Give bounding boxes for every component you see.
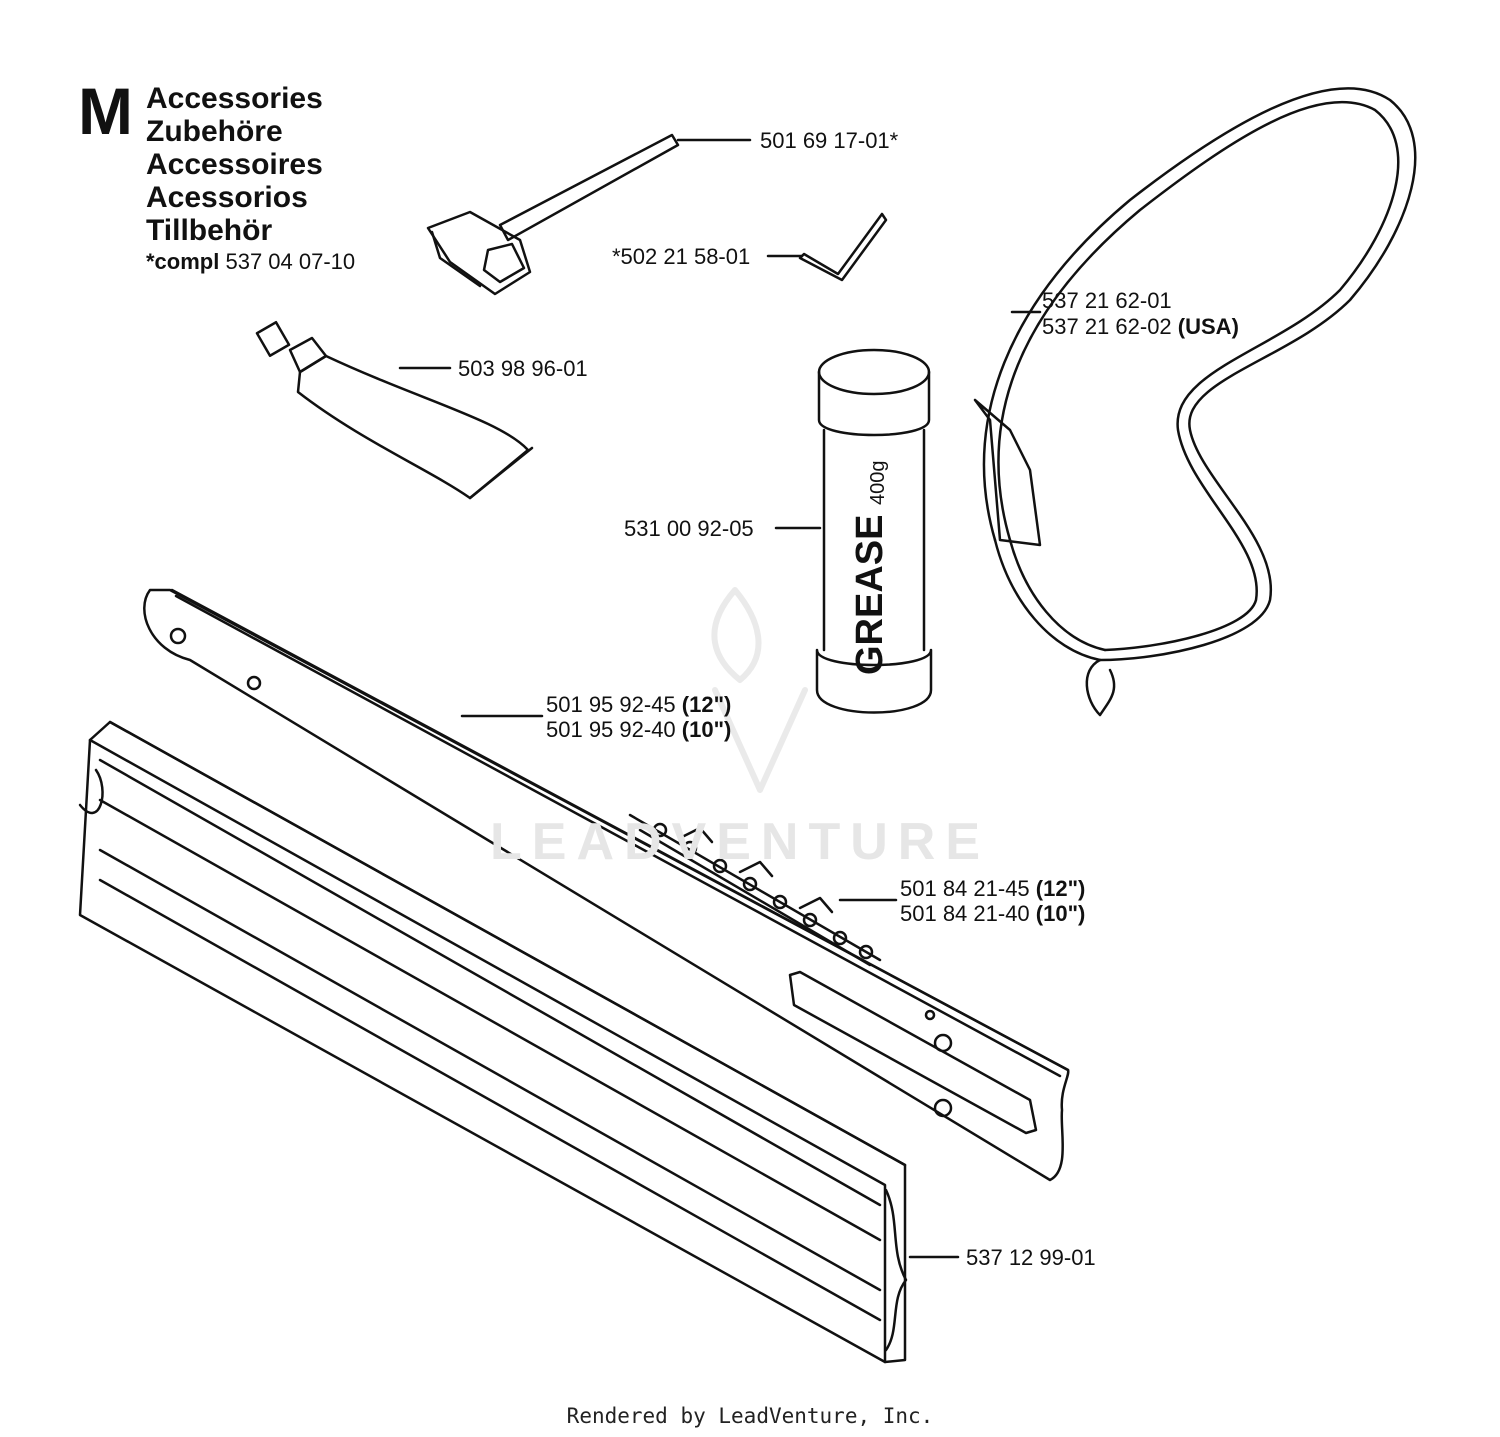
combination-wrench-icon xyxy=(426,133,752,296)
part-label-bar-2[interactable]: 501 95 92-40 (10") xyxy=(546,717,731,742)
part-label-chain-1[interactable]: 501 84 21-45 (12") xyxy=(900,876,1085,901)
part-label-harness-1[interactable]: 537 21 62-01 xyxy=(1042,288,1172,313)
grease-cartridge-icon xyxy=(774,348,933,714)
grease-cartridge-label: GREASE 400g xyxy=(849,461,891,676)
part-label-wrench[interactable]: 501 69 17-01* xyxy=(760,128,899,153)
harness-2-number: 537 21 62-02 xyxy=(1042,314,1172,339)
part-label-bar-1[interactable]: 501 95 92-45 (12") xyxy=(546,692,731,717)
part-label-tube[interactable]: 503 98 96-01 xyxy=(458,356,588,381)
compl-line: *compl 537 04 07-10 xyxy=(146,247,355,277)
title-de: Zubehöre xyxy=(146,115,283,148)
watermark-logo-icon xyxy=(711,587,808,793)
footer-credit: Rendered by LeadVenture, Inc. xyxy=(566,1404,934,1428)
part-label-harness-2[interactable]: 537 21 62-02 (USA) xyxy=(1042,314,1239,339)
title-sv: Tillbehör xyxy=(146,214,273,247)
chain-1-number: 501 84 21-45 xyxy=(900,876,1030,901)
part-label-cover[interactable]: 537 12 99-01 xyxy=(966,1245,1096,1270)
bar-cover-icon xyxy=(78,720,960,1364)
watermark-text: LEADVENTURE xyxy=(490,813,991,871)
compl-number: 537 04 07-10 xyxy=(225,249,356,274)
chain-1-size: (12") xyxy=(1035,876,1086,901)
bar-2-size: (10") xyxy=(681,717,732,742)
grease-weight-text: 400g xyxy=(867,461,889,506)
compl-label: *compl xyxy=(146,249,220,274)
bar-1-size: (12") xyxy=(681,692,732,717)
title-fr: Accessoires xyxy=(146,148,323,181)
guide-bar-icon xyxy=(143,588,1070,1182)
hex-key-icon xyxy=(766,212,888,282)
harness-strap-icon xyxy=(973,87,1417,717)
chain-2-size: (10") xyxy=(1035,901,1086,926)
saw-chain-icon xyxy=(628,813,898,967)
part-label-chain-2[interactable]: 501 84 21-40 (10") xyxy=(900,901,1085,926)
title-pt: Acessorios xyxy=(146,181,308,214)
section-letter: M xyxy=(78,74,133,148)
harness-2-note: (USA) xyxy=(1177,314,1239,339)
grease-brand-text: GREASE xyxy=(849,515,891,675)
bar-1-number: 501 95 92-45 xyxy=(546,692,676,717)
section-titles: Accessories Zubehöre Accessoires Acessor… xyxy=(146,82,355,277)
chain-2-number: 501 84 21-40 xyxy=(900,901,1030,926)
bar-2-number: 501 95 92-40 xyxy=(546,717,676,742)
part-label-grease[interactable]: 531 00 92-05 xyxy=(624,516,754,541)
title-en: Accessories xyxy=(146,82,323,115)
grease-tube-icon xyxy=(255,320,534,500)
part-label-hex-key[interactable]: *502 21 58-01 xyxy=(612,244,751,269)
